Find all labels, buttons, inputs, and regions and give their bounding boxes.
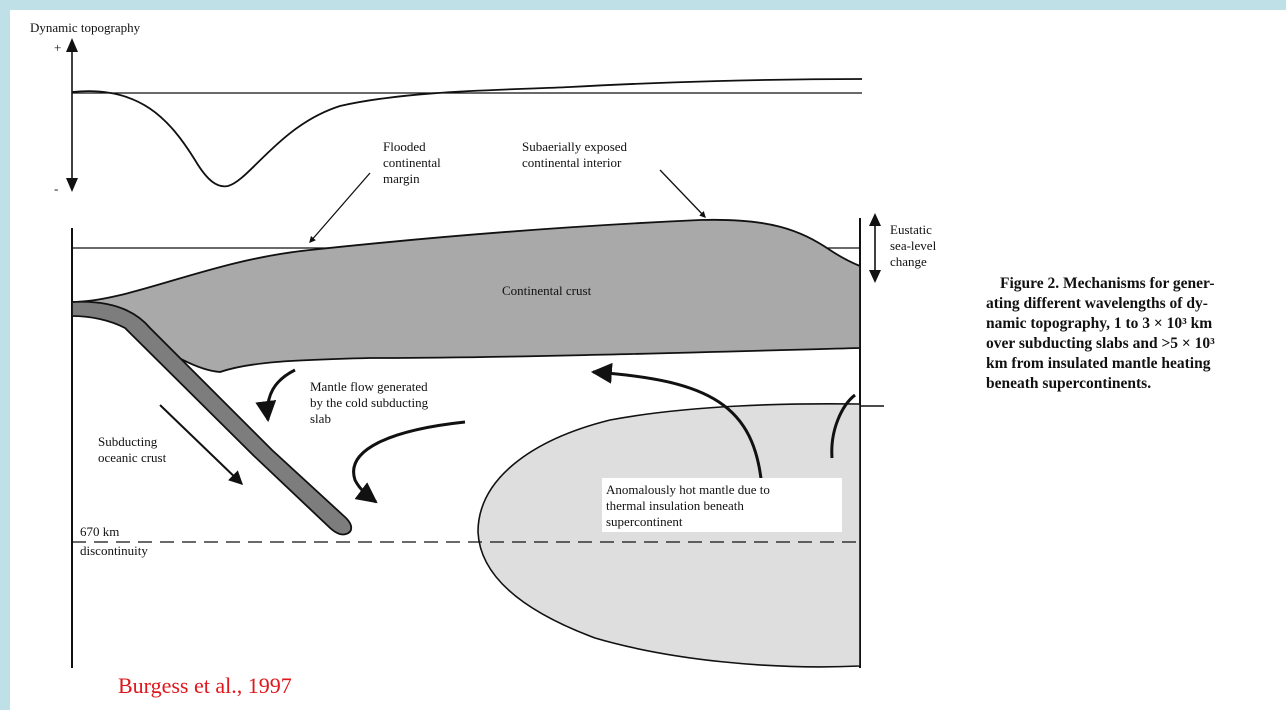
exposed-interior-label: Subaerially exposed continental interior bbox=[522, 139, 630, 170]
hot-mantle-region bbox=[478, 404, 860, 667]
figure-caption: Figure 2. Mechanisms for gener- ating di… bbox=[986, 275, 1219, 392]
citation: Burgess et al., 1997 bbox=[118, 673, 292, 698]
minus-sign: - bbox=[54, 181, 58, 196]
flooded-margin-label: Flooded continental margin bbox=[383, 139, 444, 186]
mantle-flow-arrow-1 bbox=[267, 370, 295, 420]
eustatic-label: Eustatic sea-level change bbox=[890, 222, 939, 269]
continental-crust bbox=[72, 220, 860, 372]
subducting-crust-label: Subducting oceanic crust bbox=[98, 434, 167, 465]
topography-curve bbox=[72, 79, 862, 186]
plus-sign: + bbox=[54, 40, 61, 55]
exposed-interior-arrow bbox=[660, 170, 705, 217]
eustatic-arrow bbox=[869, 213, 881, 283]
mantle-flow-arrow-2 bbox=[354, 422, 465, 502]
topography-title: Dynamic topography bbox=[30, 20, 141, 35]
mantle-flow-label: Mantle flow generated by the cold subduc… bbox=[310, 379, 431, 426]
mechanism-diagram: Dynamic topography + - Flooded continent… bbox=[10, 10, 1286, 710]
continental-crust-label: Continental crust bbox=[502, 283, 592, 298]
flooded-margin-arrow bbox=[310, 173, 370, 242]
topography-axis bbox=[66, 38, 78, 192]
figure-sheet: Dynamic topography + - Flooded continent… bbox=[10, 10, 1286, 710]
discontinuity-label: 670 km discontinuity bbox=[80, 524, 148, 558]
